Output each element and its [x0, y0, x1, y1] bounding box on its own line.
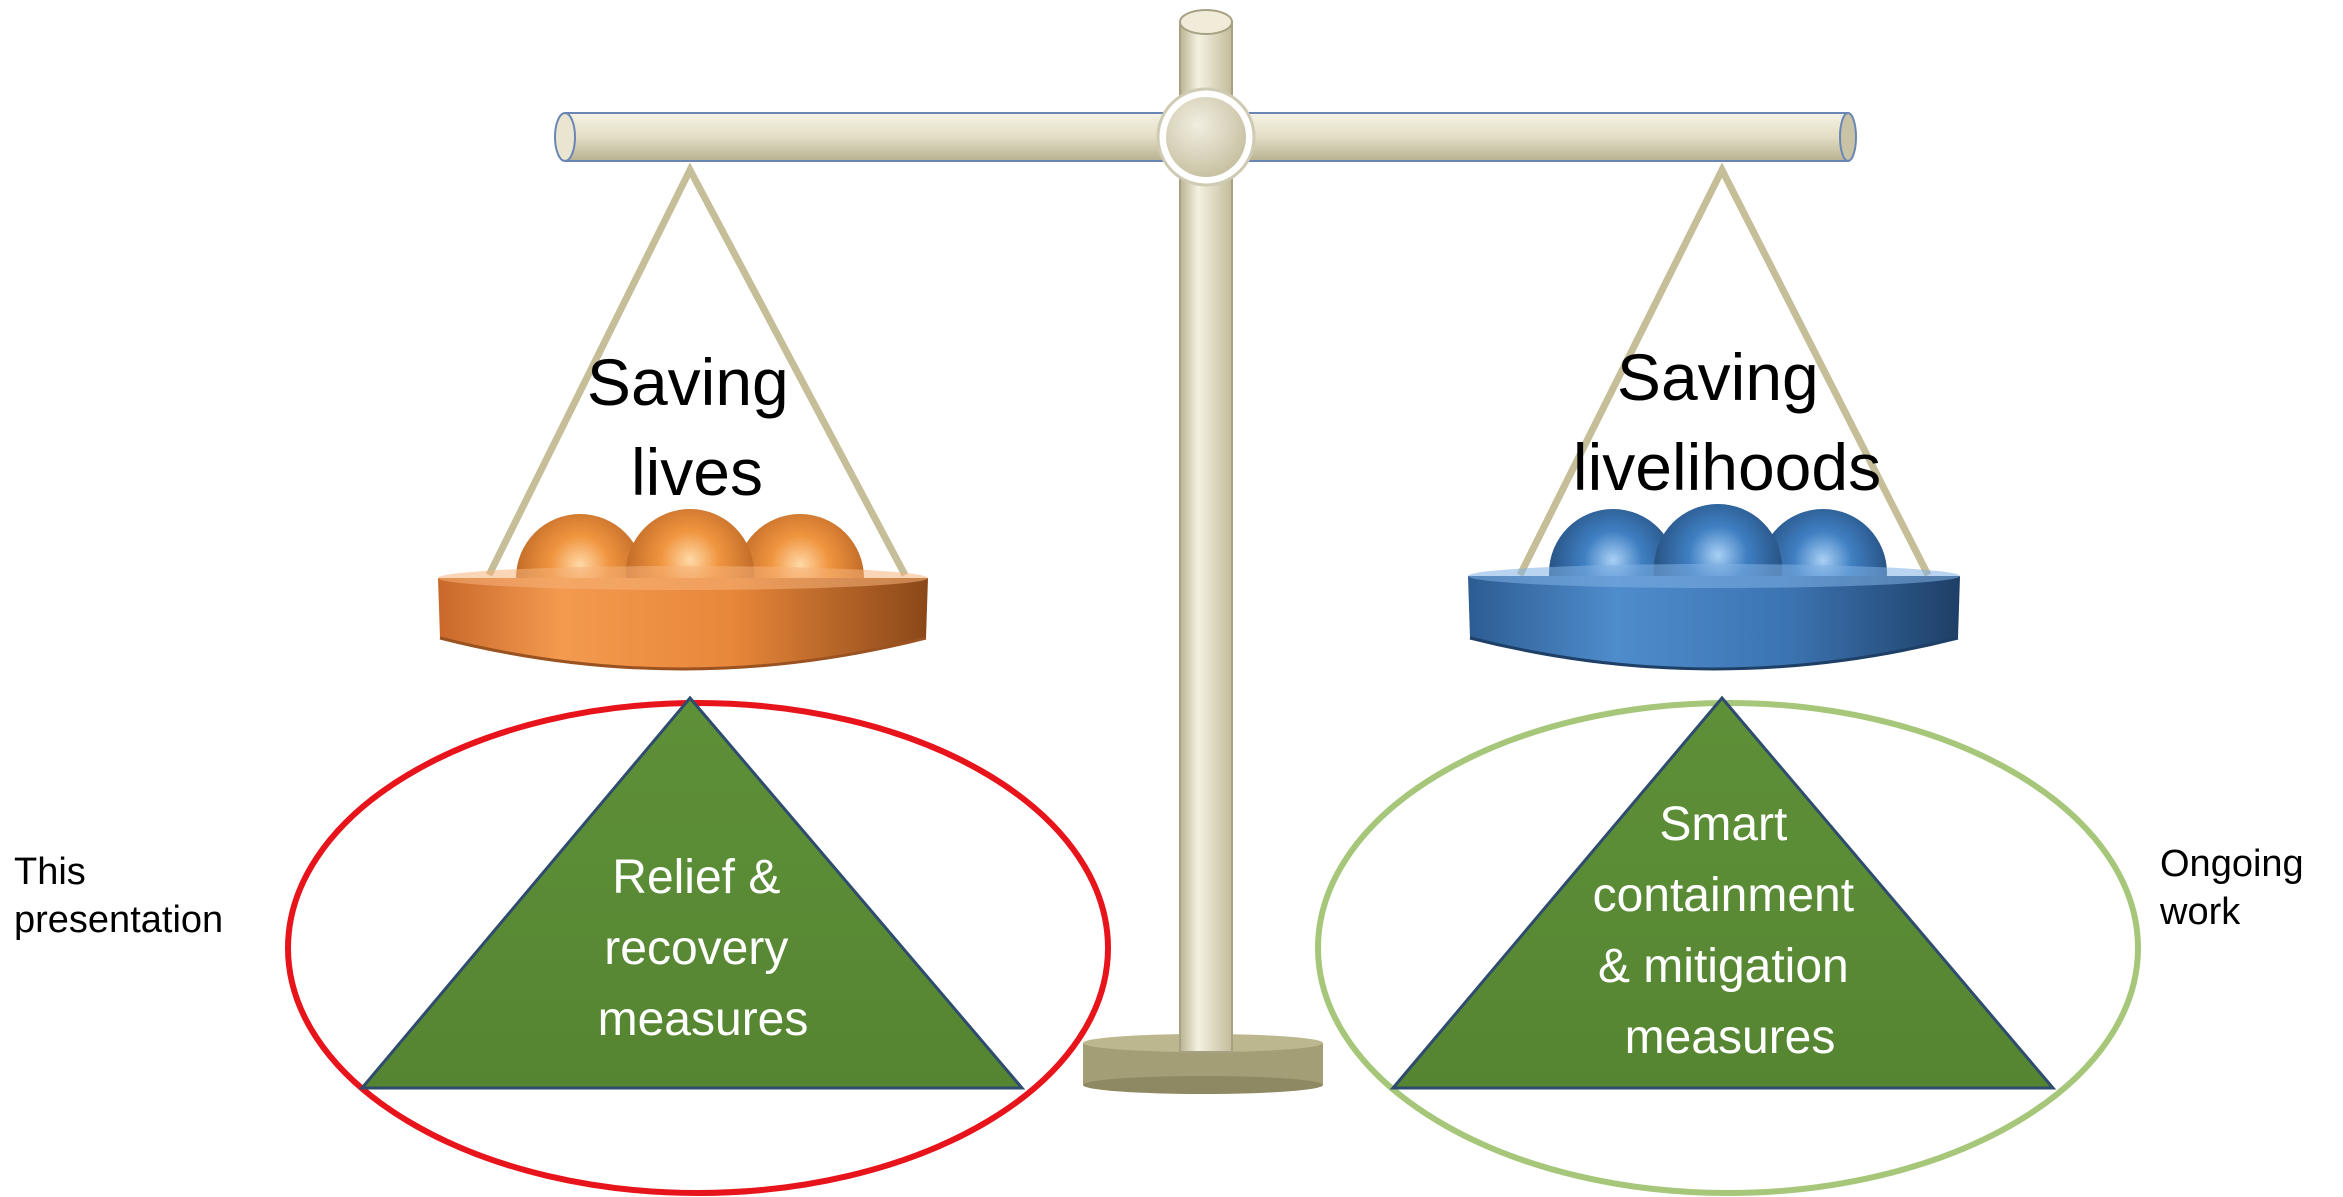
right-side-note-line-1: Ongoing: [2160, 843, 2304, 885]
right-triangle-line-4: measures: [1625, 1011, 1836, 1064]
right-heading-line-1: Saving: [1617, 340, 1819, 414]
left-triangle-text: Relief & recovery measures: [598, 851, 809, 1046]
right-side-note: Ongoing work: [2160, 840, 2304, 936]
left-triangle-line-2: recovery: [604, 922, 788, 975]
left-pan-strings: [485, 162, 909, 577]
right-side-note-line-2: work: [2160, 891, 2241, 933]
right-pan-strings: [1516, 162, 1932, 577]
left-highlight-ellipse: [285, 700, 1111, 1196]
left-pan: [438, 509, 928, 671]
left-heading: Saving lives: [587, 345, 807, 509]
left-triangle-line-1: Relief &: [612, 851, 780, 904]
left-heading-line-1: Saving: [587, 345, 789, 419]
right-triangle-line-2: containment: [1593, 869, 1855, 922]
scale-post: [1179, 9, 1233, 1053]
right-triangle-text: Smart containment & mitigation measures: [1593, 798, 1868, 1064]
right-triangle-line-1: Smart: [1659, 798, 1787, 851]
right-heading-line-2: livelihoods: [1573, 430, 1881, 504]
right-triangle: [1389, 695, 2057, 1090]
right-triangle-line-3: & mitigation: [1598, 940, 1849, 993]
left-side-note-line-1: This: [14, 851, 86, 893]
left-triangle-line-3: measures: [598, 993, 809, 1046]
left-triangle: [358, 695, 1026, 1090]
right-heading: Saving livelihoods: [1573, 340, 1881, 504]
left-heading-line-2: lives: [631, 435, 763, 509]
left-side-note-line-2: presentation: [14, 899, 224, 941]
left-side-note: This presentation: [14, 848, 223, 944]
pivot-hub: [1156, 87, 1256, 187]
right-pan: [1468, 504, 1960, 671]
